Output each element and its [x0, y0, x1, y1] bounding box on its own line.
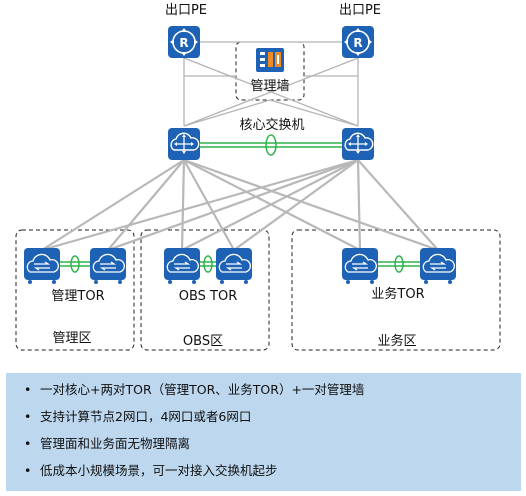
router-icon: R	[168, 26, 200, 58]
downlink-lines	[41, 158, 439, 252]
pe-right-label: 出口PE	[338, 3, 382, 18]
summary-panel: • 一对核心+两对TOR（管理TOR、业务TOR）+一对管理墙 • 支持计算节点2网…	[6, 373, 521, 491]
tor-switch-icon	[216, 248, 252, 284]
mgmt-tor-label: 管理TOR	[51, 289, 105, 304]
summary-text: 低成本小规模场景，可一对接入交换机起步	[40, 463, 278, 478]
summary-item: • 支持计算节点2网口，4网口或者6网口	[24, 406, 521, 433]
tor-switch-icon	[164, 248, 200, 284]
tor-switch-icon	[420, 248, 456, 284]
network-topology-diagram: R R	[15, 26, 501, 351]
obs-tor-label: OBS TOR	[178, 289, 238, 304]
tor-switch-icon	[24, 248, 60, 284]
core-switch-label: 核心交换机	[239, 118, 305, 133]
svg-text:R: R	[353, 36, 362, 50]
biz-zone-label: 业务区	[377, 334, 417, 349]
pe-left-label: 出口PE	[164, 3, 208, 18]
summary-item: • 低成本小规模场景，可一对接入交换机起步	[24, 460, 521, 487]
summary-text: 一对核心+两对TOR（管理TOR、业务TOR）+一对管理墙	[40, 382, 365, 397]
summary-item: • 管理面和业务面无物理隔离	[24, 433, 521, 460]
firewall-label: 管理墙	[250, 79, 290, 94]
firewall-icon	[256, 48, 284, 72]
bullet-dot-icon: •	[24, 436, 32, 451]
core-switch-icon	[342, 128, 374, 160]
summary-text: 管理面和业务面无物理隔离	[40, 436, 191, 451]
obs-zone-box	[140, 229, 270, 351]
tor-stack-links	[60, 255, 420, 273]
core-stack-link	[200, 134, 342, 156]
bullet-dot-icon: •	[24, 409, 32, 424]
obs-zone-label: OBS区	[182, 334, 224, 349]
core-switch-icon	[168, 128, 200, 160]
tor-switch-icon	[342, 248, 378, 284]
summary-item: • 一对核心+两对TOR（管理TOR、业务TOR）+一对管理墙	[24, 379, 521, 406]
tor-switch-icons	[24, 248, 456, 284]
bullet-dot-icon: •	[24, 463, 32, 478]
biz-tor-label: 业务TOR	[371, 287, 425, 302]
tor-switch-icon	[90, 248, 126, 284]
summary-list: • 一对核心+两对TOR（管理TOR、业务TOR）+一对管理墙 • 支持计算节点2网…	[6, 373, 521, 487]
svg-text:R: R	[179, 36, 188, 50]
summary-text: 支持计算节点2网口，4网口或者6网口	[40, 409, 252, 424]
mgmt-zone-label: 管理区	[52, 331, 92, 346]
biz-zone-box	[291, 229, 501, 351]
bullet-dot-icon: •	[24, 382, 32, 397]
router-icon: R	[342, 26, 374, 58]
